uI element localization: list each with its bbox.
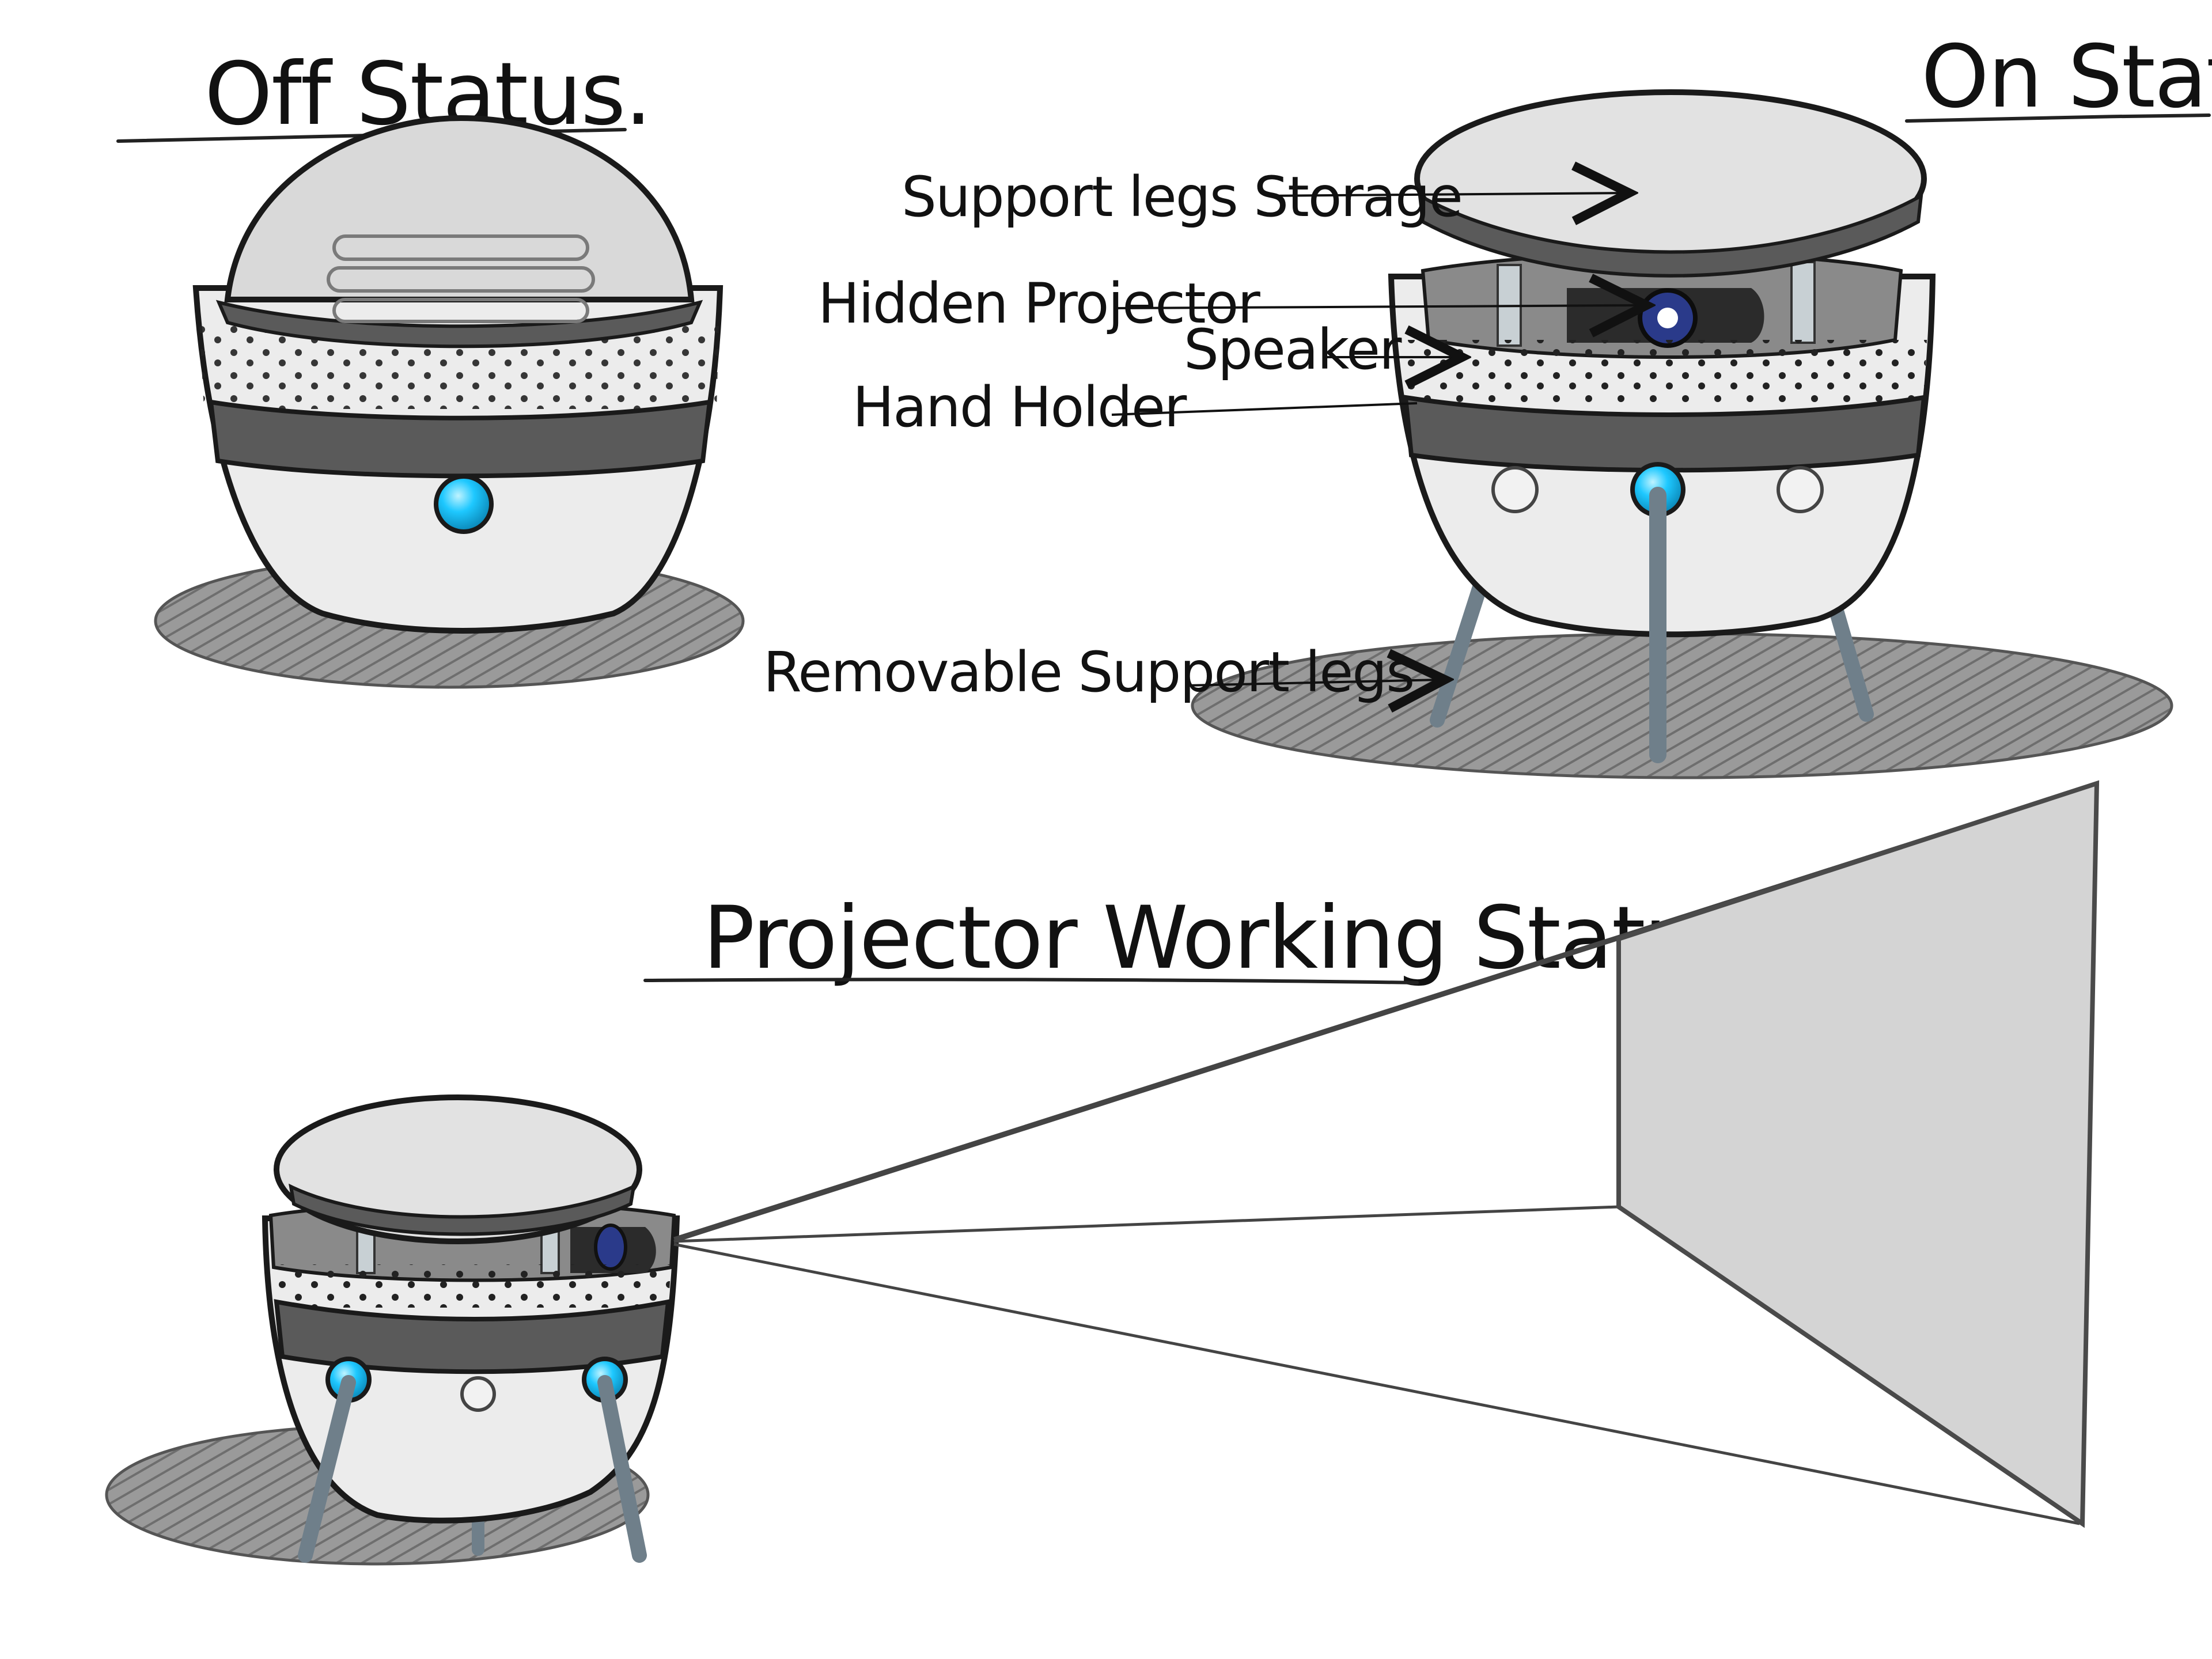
projector-working-status-title: Projector Working Status. (703, 888, 1768, 988)
lid-vent-slots (327, 234, 595, 323)
on-status-callouts: Support legs Storage Hidden Projector Sp… (763, 165, 1642, 704)
projection-screen (1616, 780, 2100, 1528)
device-projector-working (105, 1094, 680, 1566)
heading-projector-working-status: Projector Working Status. (643, 888, 1769, 988)
lid-working (274, 1094, 642, 1244)
label-hand-holder: Hand Holder (853, 375, 1187, 440)
label-hidden-projector: Hidden Projector (818, 271, 1260, 336)
hand-holder-band (1403, 395, 1927, 473)
label-removable-support-legs: Removable Support legs (763, 640, 1414, 704)
led-indicator-icon (434, 474, 494, 534)
device-off-status (154, 115, 745, 689)
label-support-legs-storage: Support legs Storage (902, 165, 1462, 229)
band-off (208, 399, 713, 479)
label-speaker: Speaker (1184, 317, 1402, 382)
heading-on-status: On Status (1905, 27, 2212, 127)
on-status-title: On Status (1921, 27, 2212, 127)
lid-off (224, 115, 695, 302)
